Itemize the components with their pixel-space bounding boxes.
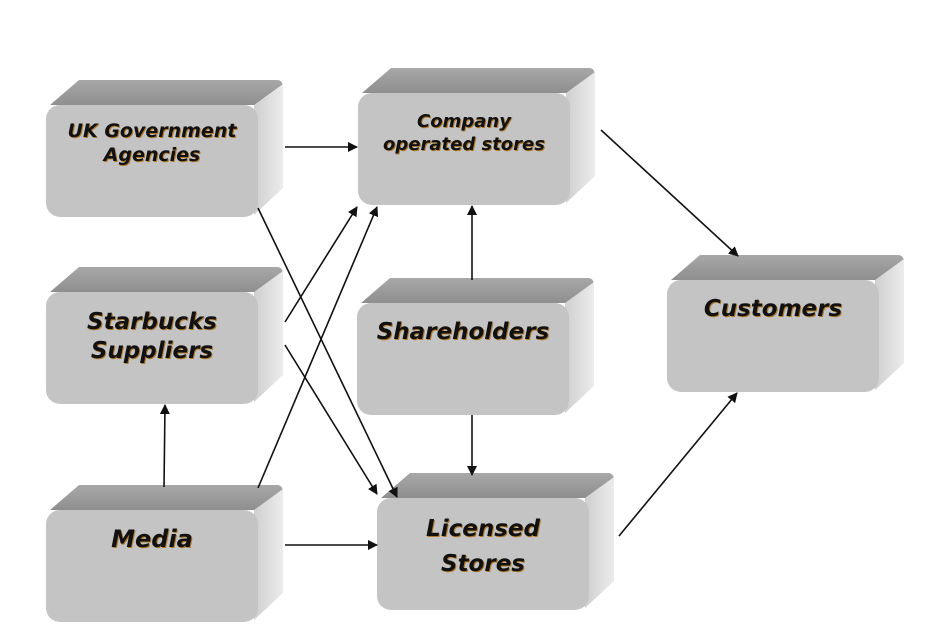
box-top bbox=[50, 485, 283, 510]
label-line: UK Government bbox=[67, 120, 237, 142]
node-label-media: Media bbox=[46, 524, 258, 554]
arrow-suppliers-to-company bbox=[284, 206, 358, 323]
box-face bbox=[357, 303, 569, 415]
box-face bbox=[667, 280, 879, 392]
arrow-media-to-company bbox=[257, 206, 379, 489]
node-box-licensed bbox=[377, 473, 614, 610]
label-line: Stores bbox=[441, 550, 525, 577]
arrow-licensed-to-customers bbox=[618, 392, 738, 537]
box-face bbox=[377, 498, 589, 610]
box-top bbox=[50, 267, 283, 292]
label-line: Company bbox=[417, 111, 511, 132]
label-line: operated stores bbox=[383, 133, 545, 155]
box-side bbox=[254, 84, 283, 215]
node-label-uk-gov: UK Government Agencies bbox=[46, 120, 258, 168]
node-box-company bbox=[358, 68, 595, 205]
label-line: Agencies bbox=[103, 143, 201, 166]
node-box-shareholders bbox=[357, 278, 594, 415]
label-line: Media bbox=[111, 525, 193, 553]
box-side bbox=[254, 489, 283, 620]
box-side bbox=[566, 72, 595, 203]
box-side bbox=[254, 271, 283, 402]
box-side bbox=[875, 259, 904, 390]
node-box-media bbox=[46, 485, 283, 622]
node-label-customers: Customers bbox=[667, 295, 879, 324]
node-label-company: Company operated stores bbox=[358, 111, 570, 156]
box-face bbox=[46, 292, 258, 404]
box-face bbox=[358, 93, 570, 205]
node-label-shareholders: Shareholders bbox=[357, 318, 569, 347]
node-label-licensed: Licensed Stores bbox=[377, 512, 589, 581]
arrow-uk-gov-to-licensed bbox=[257, 207, 398, 498]
node-box-customers bbox=[667, 255, 904, 392]
label-line: Starbucks bbox=[87, 309, 217, 335]
box-top bbox=[361, 278, 594, 303]
box-face bbox=[46, 510, 258, 622]
node-box-suppliers bbox=[46, 267, 283, 404]
box-top bbox=[362, 68, 595, 93]
label-line: Customers bbox=[703, 296, 843, 322]
box-face bbox=[46, 105, 258, 217]
box-top bbox=[50, 80, 283, 105]
arrow-company-to-customers bbox=[600, 129, 739, 257]
arrow-media-to-suppliers bbox=[159, 404, 170, 488]
box-top bbox=[381, 473, 614, 498]
box-side bbox=[565, 282, 594, 413]
label-line: Licensed bbox=[426, 516, 540, 542]
box-top bbox=[671, 255, 904, 280]
arrow-suppliers-to-licensed bbox=[284, 344, 378, 495]
label-line: Suppliers bbox=[90, 337, 214, 364]
label-line: Shareholders bbox=[376, 319, 550, 345]
box-side bbox=[585, 477, 614, 608]
node-label-suppliers: Starbucks Suppliers bbox=[46, 308, 258, 366]
node-box-uk-gov bbox=[46, 80, 283, 217]
